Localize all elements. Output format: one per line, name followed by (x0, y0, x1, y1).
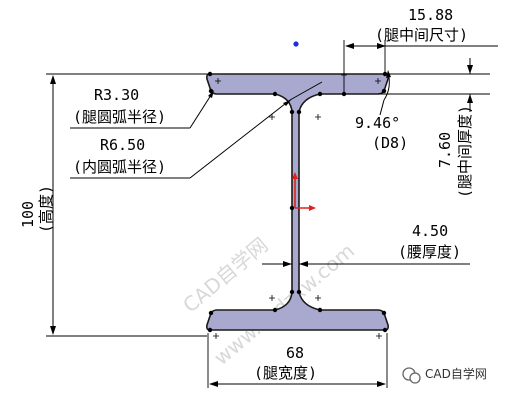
flange-thickness-label: (腿中间厚度) (456, 105, 474, 198)
slope-value: 9.46° (355, 114, 400, 132)
y-axis-arrow-icon (292, 172, 298, 179)
vertex-point (207, 71, 213, 77)
inner-radius-label: (内圆弧半径) (73, 158, 166, 176)
vertex-point (296, 109, 302, 115)
vertex-point (341, 91, 347, 97)
height-label: (高度) (37, 185, 55, 233)
vertex-point (381, 88, 387, 94)
dim-height: 100 (高度) (19, 73, 208, 337)
flange-length-value: 15.88 (408, 6, 453, 24)
x-axis-arrow-icon (309, 205, 316, 211)
flange-thickness-value: 7.60 (436, 132, 454, 168)
vertex-point (272, 91, 278, 97)
vertex-point (317, 307, 323, 313)
vertex-point (208, 310, 214, 316)
brand-logo: CAD自学网 (402, 366, 487, 384)
watermark: CAD自学网 www.cadzxw.com (178, 233, 359, 370)
vertex-point (382, 327, 388, 333)
height-value: 100 (19, 201, 37, 228)
slope-label: (D8) (372, 134, 408, 152)
logo-text: CAD自学网 (425, 366, 487, 381)
flange-radius-value: R3.30 (94, 86, 139, 104)
vertex-point (289, 289, 295, 295)
vertex-point (382, 71, 388, 77)
dim-flange-width: 68 (腿宽度) (207, 333, 388, 388)
flange-width-value: 68 (286, 344, 304, 362)
vertex-points (207, 71, 388, 333)
vertex-point (289, 109, 295, 115)
vertex-point (296, 289, 302, 295)
dim-web-thickness: 4.50 (腰厚度) (262, 222, 470, 267)
vertex-point (381, 310, 387, 316)
flange-width-label: (腿宽度) (254, 364, 317, 382)
vertex-point (289, 205, 295, 211)
web-thickness-value: 4.50 (412, 222, 448, 240)
dim-flange-thickness: 7.60 (腿中间厚度) (378, 58, 490, 198)
top-point-marker (293, 41, 299, 47)
flange-length-label: (腿中间尺寸) (375, 26, 468, 44)
dim-flange-radius: R3.30 (腿圆弧半径) (70, 86, 214, 129)
web-thickness-label: (腰厚度) (398, 243, 461, 261)
watermark-text-cn: CAD自学网 (178, 233, 272, 318)
dim-inner-radius: R6.50 (内圆弧半径) (70, 81, 323, 179)
vertex-point (317, 91, 323, 97)
dim-slope: 9.46° (D8) (355, 70, 408, 152)
vertex-point (272, 307, 278, 313)
dim-flange-length: 15.88 (腿中间尺寸) (343, 6, 498, 92)
center-marks (213, 72, 382, 339)
origin-axis (292, 41, 316, 211)
vertex-point (207, 327, 213, 333)
flange-radius-label: (腿圆弧半径) (73, 108, 166, 126)
inner-radius-value: R6.50 (100, 136, 145, 154)
